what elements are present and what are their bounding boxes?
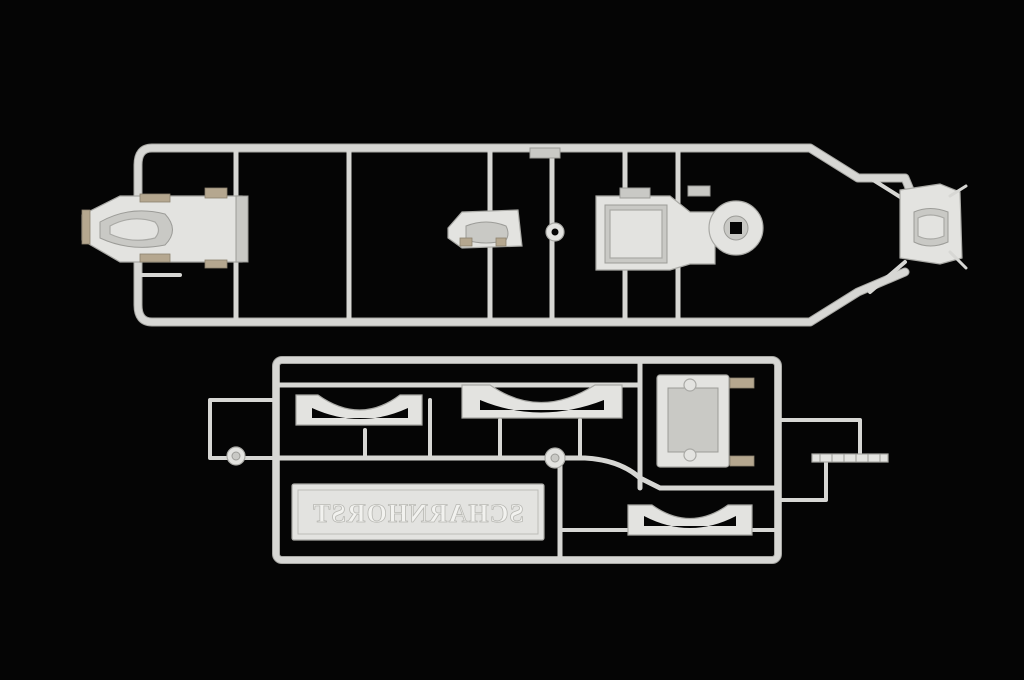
hull-bow-part (81, 187, 249, 269)
upper-sprue-frame (134, 144, 914, 326)
nameplate-text: SCHARNHORST (312, 499, 524, 528)
lower-left-ring-gate (226, 446, 246, 466)
bulkhead-frame-3 (627, 504, 753, 536)
bulkhead-frame-1 (295, 394, 423, 426)
hull-small-part (447, 209, 523, 249)
lower-sprue: SCHARNHORST (208, 356, 889, 564)
hull-stern-part (899, 183, 968, 270)
lower-center-ring-gate (544, 447, 566, 469)
deck-square-part (656, 374, 755, 468)
hull-midship-part (595, 185, 764, 271)
upper-sprue (81, 143, 968, 327)
bulkhead-frame-2 (461, 384, 623, 419)
nameplate-part: SCHARNHORST (291, 483, 545, 541)
sprue-ring-gate (545, 222, 565, 242)
ladder-part (811, 453, 889, 463)
